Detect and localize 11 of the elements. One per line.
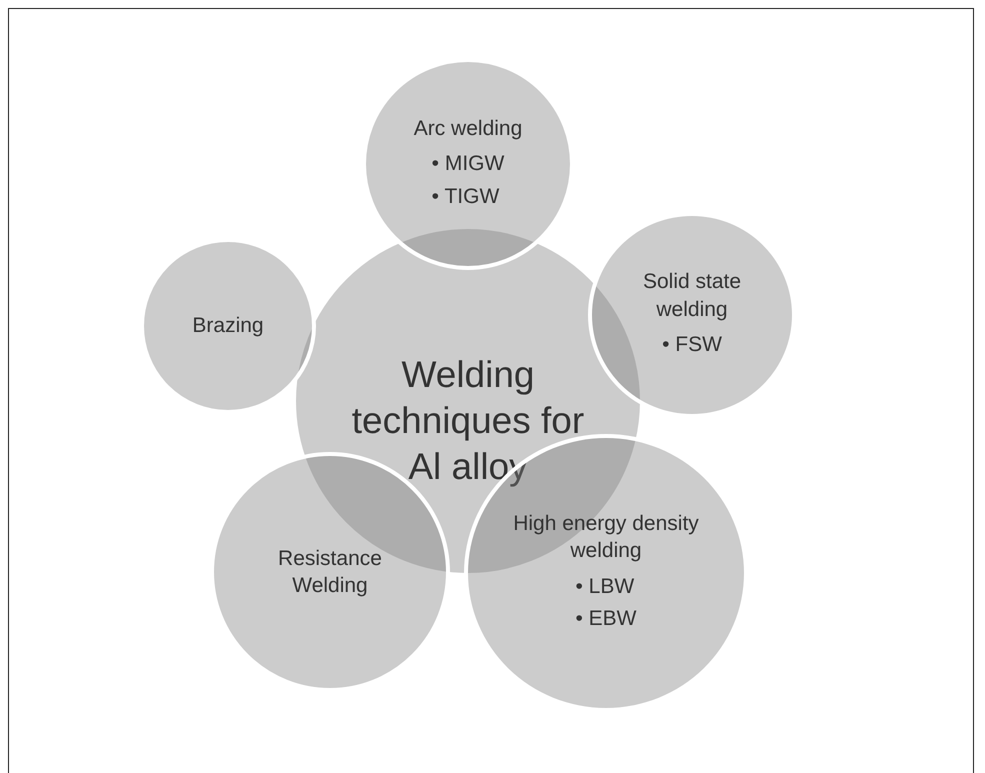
circle-heading: Solid state welding [642,269,742,323]
circle-heading: Welding techniques for Al alloy [351,352,585,490]
bullet-item: • FSW [662,332,722,358]
circle-heading: Resistance Welding [277,546,383,599]
bullet-item: • TIGW [432,184,500,210]
circle-heading: High energy density welding [512,511,700,564]
circle-heading: Arc welding [414,116,522,142]
bullet-item: • LBW [575,574,636,600]
bullet-item: • EBW [575,606,637,632]
circle-heading: Brazing [192,313,264,340]
bullet-item: • MIGW [432,151,504,178]
